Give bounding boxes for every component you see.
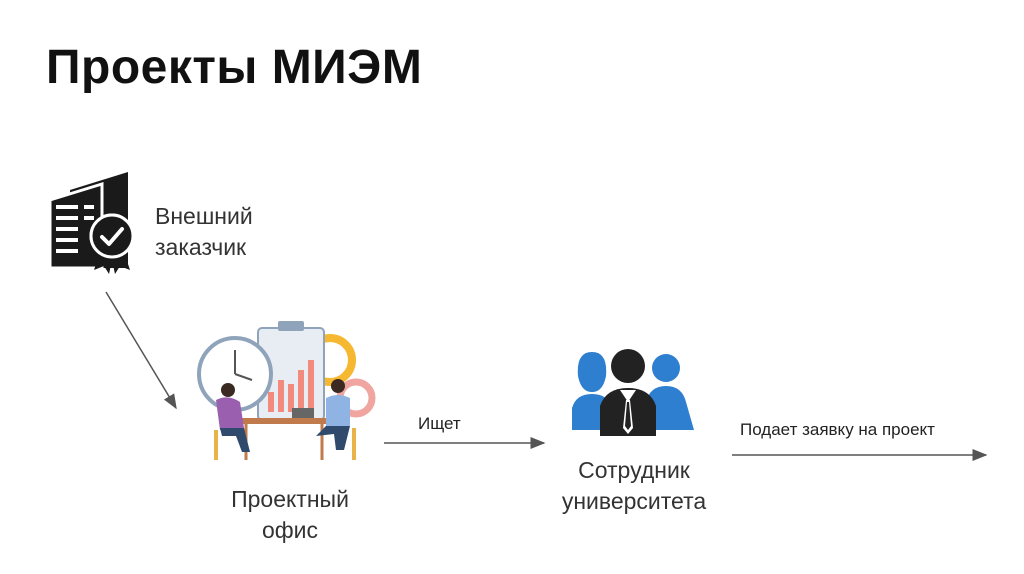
- employee-label-line1: Сотрудник: [578, 457, 690, 483]
- page-title: Проекты МИЭМ: [46, 41, 423, 94]
- building-certificate-icon: [48, 172, 135, 274]
- customer-label: Внешний заказчик: [155, 201, 253, 263]
- employee-label: Сотрудник университета: [534, 455, 734, 517]
- arrow-label-seeks: Ищет: [418, 414, 461, 433]
- office-label-line1: Проектный: [231, 486, 349, 512]
- arrow-customer-to-office: [105, 291, 177, 410]
- customer-label-line1: Внешний: [155, 203, 253, 229]
- office-label: Проектный офис: [200, 484, 380, 546]
- team-meeting-illustration: [197, 321, 376, 460]
- arrow-label-applies: Подает заявку на проект: [740, 420, 935, 439]
- employee-label-line2: университета: [561, 488, 707, 514]
- customer-label-line2: заказчик: [155, 234, 247, 260]
- office-label-line2: офис: [261, 517, 319, 543]
- people-group-icon: [572, 349, 694, 436]
